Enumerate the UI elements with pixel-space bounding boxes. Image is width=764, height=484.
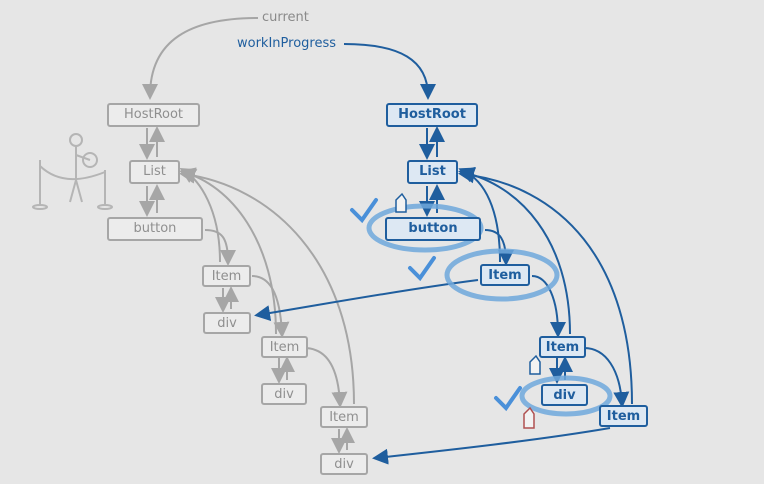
- wip-div-node-2: div: [541, 384, 588, 406]
- current-button-node: button: [107, 217, 203, 241]
- wip-pointer-arrow: [343, 43, 436, 100]
- wip-button-node: button: [385, 217, 481, 241]
- stanchion-icon: [32, 133, 113, 210]
- highlight-ellipses: [366, 203, 613, 417]
- wip-list-node: List: [407, 160, 458, 184]
- current-item-node-1: Item: [202, 265, 251, 287]
- current-div-node-1: div: [203, 312, 251, 334]
- wip-hostroot-node: HostRoot: [386, 103, 478, 127]
- wip-item-node-2: Item: [539, 336, 586, 358]
- current-label: current: [262, 10, 309, 25]
- current-div-node-2: div: [261, 383, 307, 405]
- current-div-node-3: div: [320, 453, 368, 475]
- current-tree-edges: [139, 126, 355, 454]
- current-list-node: List: [129, 160, 180, 184]
- current-item-node-2: Item: [261, 336, 308, 358]
- wip-item-node-3: Item: [599, 405, 648, 427]
- wip-item-node-1: Item: [480, 264, 530, 286]
- check-icon: [350, 198, 522, 412]
- tag-icon: [395, 192, 541, 429]
- current-hostroot-node: HostRoot: [107, 103, 200, 127]
- current-item-node-3: Item: [320, 406, 368, 428]
- work-in-progress-label: workInProgress: [237, 36, 337, 51]
- current-pointer-arrow: [142, 17, 259, 100]
